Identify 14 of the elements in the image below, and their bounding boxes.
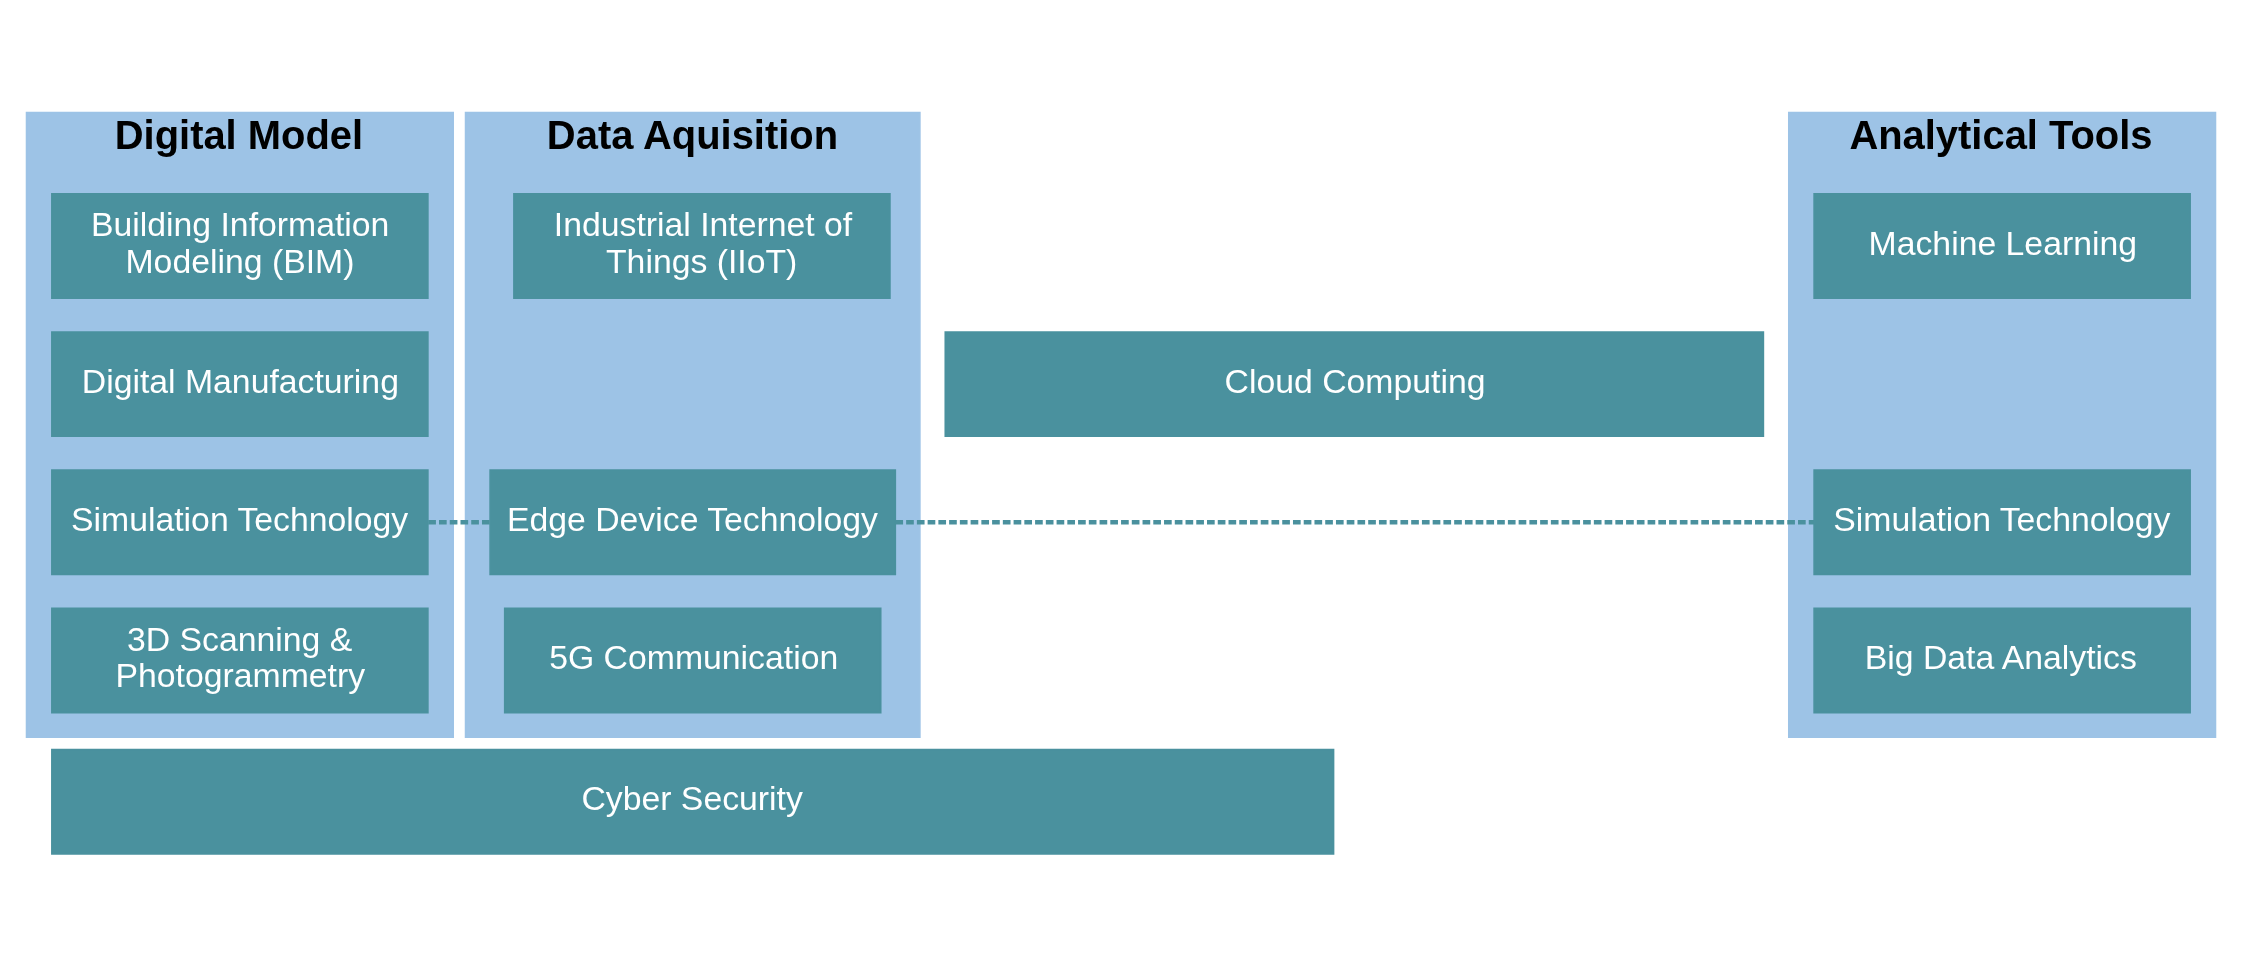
node-box: 5G Communication	[503, 607, 882, 713]
node-box: 3D Scanning & Photogrammetry	[51, 607, 429, 713]
node-box: Industrial Internet of Things (IIoT)	[513, 192, 891, 299]
node-box: Digital Manufacturing	[51, 330, 429, 437]
node-box: Machine Learning	[1813, 192, 2191, 299]
node-box: Cloud Computing	[944, 330, 1765, 437]
node-box: Simulation Technology	[1813, 468, 2191, 575]
connector	[428, 519, 490, 525]
node-box: Building Information Modeling (BIM)	[51, 192, 429, 299]
connector	[895, 519, 1815, 525]
node-box: Cyber Security	[51, 748, 1335, 855]
node-box: Simulation Technology	[51, 468, 429, 575]
node-box: Big Data Analytics	[1813, 607, 2191, 713]
node-box: Edge Device Technology	[489, 468, 897, 575]
